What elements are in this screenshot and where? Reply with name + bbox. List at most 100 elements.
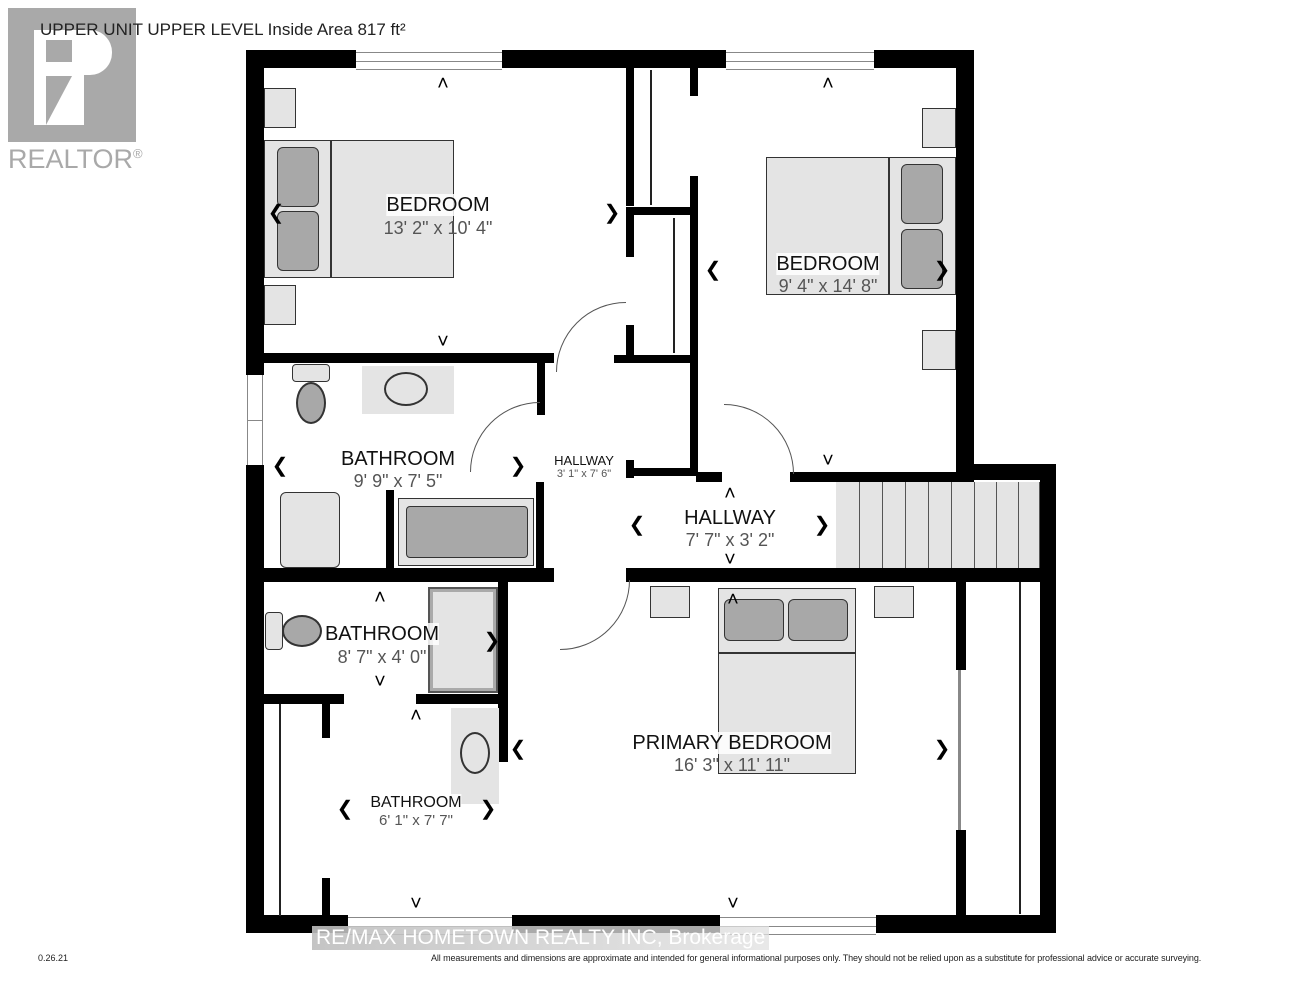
room-dims-hallway-1: 3' 1" x 7' 6": [556, 468, 612, 480]
room-dims-bathroom-1: 9' 9" x 7' 5": [353, 471, 443, 491]
room-name-bathroom-2: BATHROOM: [324, 623, 440, 645]
disclaimer: All measurements and dimensions are appr…: [431, 953, 1202, 963]
wall-bath2-bottom-r: [416, 694, 508, 704]
washer: [280, 492, 340, 568]
arrow-right-icon: ❯: [933, 738, 951, 760]
toilet-bowl: [282, 615, 322, 647]
arrow-left-icon: ❮: [267, 202, 285, 224]
nightstand: [264, 285, 296, 325]
arrow-right-icon: ❯: [483, 630, 501, 652]
registered-mark: ®: [133, 146, 143, 161]
pillow: [724, 599, 784, 641]
wall-primary-closet-2: [956, 830, 966, 920]
room-dims-bedroom-1: 13' 2" x 10' 4": [383, 218, 493, 238]
tub-basin: [406, 506, 528, 558]
toilet: [292, 364, 330, 382]
room-dims-bathroom-3: 6' 1" x 7' 7": [379, 812, 453, 829]
wall-right-lower: [1040, 464, 1056, 932]
arrow-down-icon: ˅: [727, 893, 739, 915]
room-name-bedroom-2: BEDROOM: [776, 253, 880, 275]
version-label: 0.26.21: [38, 953, 69, 963]
arrow-right-icon: ❯: [933, 259, 951, 281]
wall-top-right: [874, 50, 974, 68]
nightstand: [264, 88, 296, 128]
arrow-left-icon: ❮: [628, 514, 646, 536]
closet-rod: [1019, 582, 1021, 914]
wall-left-upper: [246, 50, 264, 375]
wall-top-mid: [502, 50, 726, 68]
wall-closet-mid: [626, 207, 696, 215]
arrow-up-icon: ˄: [822, 73, 834, 95]
wall-stair-top: [956, 464, 1056, 480]
arrow-up-icon: ˄: [727, 589, 739, 611]
wall-bath1-right: [537, 363, 545, 415]
pillow: [901, 164, 943, 224]
closet-rod: [279, 704, 281, 916]
arrow-left-icon: ❮: [704, 259, 722, 281]
arrow-down-icon: ˅: [724, 549, 736, 571]
arrow-right-icon: ❯: [603, 202, 621, 224]
arrow-down-icon: ˅: [822, 450, 834, 472]
sink: [384, 372, 428, 406]
room-name-bathroom-3: BATHROOM: [370, 794, 462, 812]
door-bedroom-1[interactable]: [556, 302, 626, 372]
toilet-bowl: [296, 382, 326, 424]
pillow: [788, 599, 848, 641]
sink: [460, 732, 490, 774]
realtor-logo-mark: [8, 8, 136, 142]
wall-closet3-right-2: [322, 878, 330, 918]
arrow-right-icon: ❯: [509, 455, 527, 477]
wall-closet-right-2: [690, 176, 698, 476]
wall-closet3-right: [322, 704, 330, 738]
wall-bath1-bottom: [246, 568, 554, 582]
arrow-down-icon: ˅: [374, 671, 386, 693]
room-name-primary-bedroom: PRIMARY BEDROOM: [632, 732, 832, 754]
wall-top-left: [246, 50, 356, 68]
room-dims-bedroom-2: 9' 4" x 14' 8": [778, 276, 878, 296]
wall-hall2-bottom: [626, 568, 1056, 582]
arrow-right-icon: ❯: [813, 514, 831, 536]
arrow-down-icon: ˅: [410, 893, 422, 915]
arrow-right-icon: ❯: [479, 798, 497, 820]
arrow-left-icon: ❮: [509, 738, 527, 760]
pillow: [277, 147, 319, 207]
nightstand: [874, 586, 914, 618]
nightstand: [922, 330, 956, 370]
room-dims-hallway-2: 7' 7" x 3' 2": [685, 530, 775, 550]
wall-bath2-right: [498, 582, 508, 762]
wall-bed2-bottom: [790, 472, 974, 482]
room-name-bedroom-1: BEDROOM: [386, 194, 490, 216]
wall-bed1-bath1: [246, 353, 554, 363]
arrow-up-icon: ˄: [724, 483, 736, 505]
floor-title: UPPER UNIT UPPER LEVEL Inside Area 817 f…: [40, 20, 406, 39]
wall-right-upper: [956, 50, 974, 475]
wall-closet-left-lower: [626, 215, 634, 257]
closet-rod: [673, 218, 675, 353]
room-name-hallway-1: HALLWAY: [554, 453, 614, 468]
wall-closet-bottom: [614, 355, 694, 363]
closet-rod: [650, 70, 652, 205]
realtor-logo-text: REALTOR: [8, 144, 134, 174]
wall-tub-right: [536, 482, 544, 570]
sliding-door-primary-closet[interactable]: [958, 670, 961, 830]
wall-hall-stub: [626, 325, 634, 361]
realtor-logo: REALTOR®: [8, 8, 143, 178]
arrow-down-icon: ˅: [437, 331, 449, 353]
window-bedroom-2: [726, 52, 874, 70]
wall-bed2-bottom-left: [696, 472, 722, 482]
nightstand: [922, 108, 956, 148]
nightstand: [650, 586, 690, 618]
arrow-up-icon: ˄: [410, 705, 422, 727]
room-name-bathroom-1: BATHROOM: [340, 448, 456, 470]
wall-bed1-closet: [626, 66, 634, 206]
wall-primary-closet-1: [956, 578, 966, 670]
wall-bath2-bottom-l: [246, 694, 344, 704]
wall-closet-right: [690, 66, 698, 96]
wall-bottom-right: [876, 915, 1056, 933]
toilet: [265, 612, 283, 650]
room-name-hallway-2: HALLWAY: [684, 507, 776, 529]
arrow-left-icon: ❮: [271, 455, 289, 477]
window-bedroom-1: [356, 52, 502, 70]
room-dims-bathroom-2: 8' 7" x 4' 0": [337, 647, 427, 667]
pillow: [901, 229, 943, 289]
